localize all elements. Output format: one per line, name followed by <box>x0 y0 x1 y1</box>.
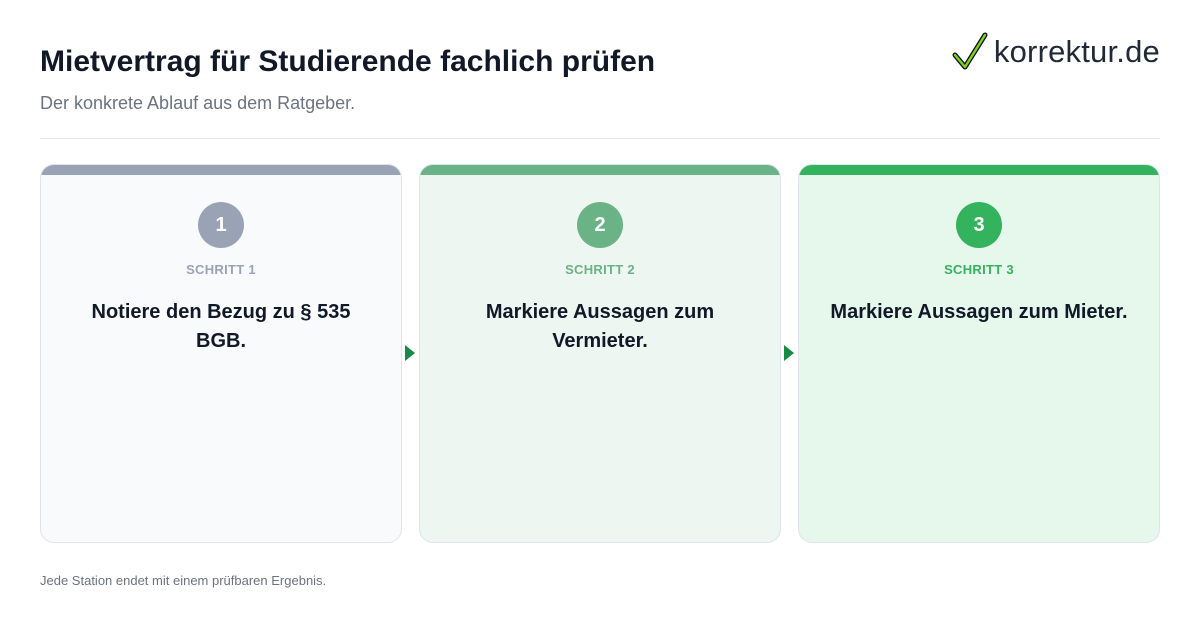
step-card-3: 3 SCHRITT 3 Markiere Aussagen zum Mieter… <box>798 164 1160 543</box>
step-card-1: 1 SCHRITT 1 Notiere den Bezug zu § 535 B… <box>40 164 402 543</box>
brand-logo[interactable]: korrektur.de <box>952 30 1160 74</box>
page-subtitle: Der konkrete Ablauf aus dem Ratgeber. <box>40 93 356 113</box>
step-color-bar <box>41 165 401 175</box>
page-title: Mietvertrag für Studierende fachlich prü… <box>40 45 656 78</box>
step-label: SCHRITT 3 <box>944 262 1014 277</box>
arrow-right-icon <box>784 345 794 361</box>
step-text: Markiere Aussagen zum Mieter. <box>830 301 1128 323</box>
step-card-2: 2 SCHRITT 2 Markiere Aussagen zum Vermie… <box>419 164 781 543</box>
footer-note: Jede Station endet mit einem prüfbaren E… <box>40 573 327 588</box>
step-color-bar <box>420 165 780 175</box>
step-label: SCHRITT 2 <box>565 262 635 277</box>
step-number-badge: 1 <box>198 202 244 248</box>
logo-text: korrektur.de <box>993 34 1160 69</box>
header-divider <box>40 138 1160 139</box>
step-color-bar <box>799 165 1159 175</box>
step-number-badge: 2 <box>577 202 623 248</box>
arrow-right-icon <box>405 345 415 361</box>
step-number-badge: 3 <box>956 202 1002 248</box>
step-label: SCHRITT 1 <box>186 262 256 277</box>
checkmark-icon <box>952 32 988 70</box>
step-text: Markiere Aussagen zum Vermieter. <box>485 301 715 352</box>
step-text: Notiere den Bezug zu § 535 BGB. <box>91 301 351 352</box>
